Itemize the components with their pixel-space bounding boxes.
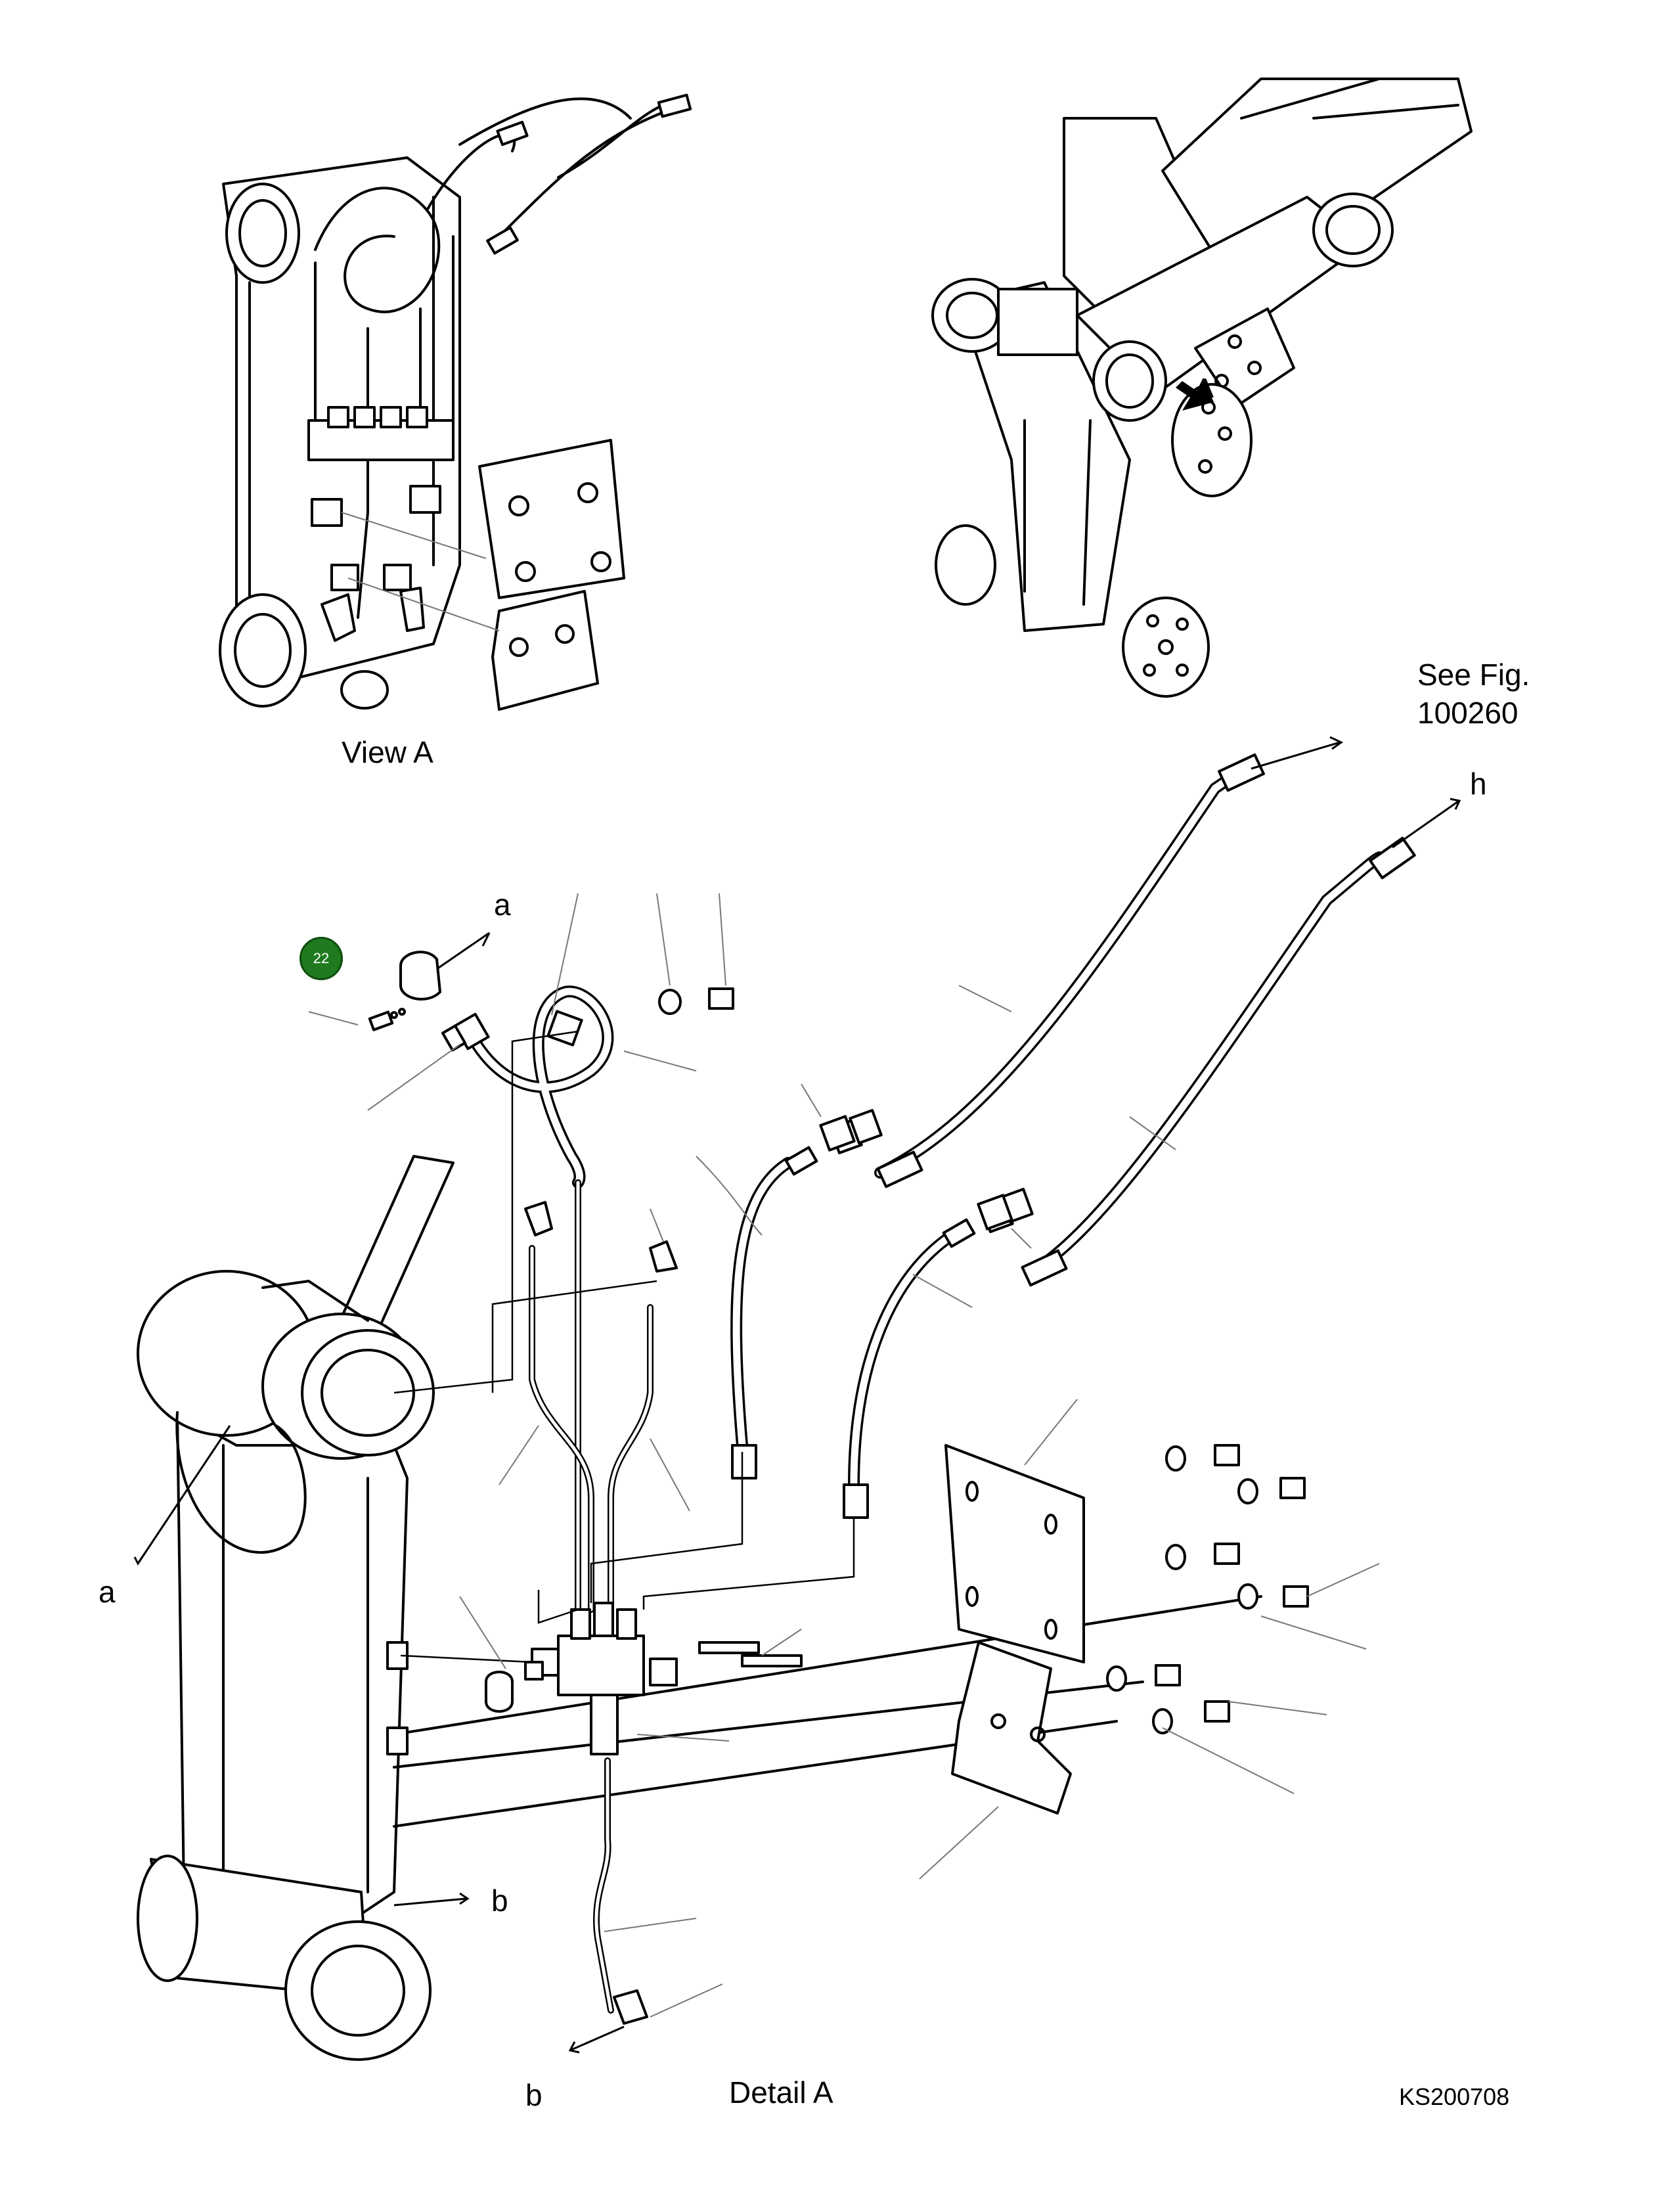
connector-b-right: b: [491, 1884, 508, 1918]
view-a-caption: View A: [342, 735, 433, 769]
connector-a-top: a: [494, 888, 511, 922]
machine-overview-drawing: [931, 78, 1473, 698]
detail-a-caption: Detail A: [729, 2075, 833, 2110]
connector-a-left: a: [99, 1575, 116, 1609]
see-fig-number: 100260: [1417, 696, 1519, 730]
see-fig-label: See Fig.: [1417, 658, 1530, 692]
part-callout-22[interactable]: 22: [299, 937, 343, 980]
view-a-drawing: [219, 93, 692, 711]
drawing-id: KS200708: [1399, 2083, 1510, 2110]
detail-a-drawing: [133, 736, 1461, 2061]
arrow-a-callout: A: [1195, 372, 1214, 403]
connector-h: h: [1470, 767, 1487, 801]
connector-b-bottom: b: [525, 2078, 543, 2112]
